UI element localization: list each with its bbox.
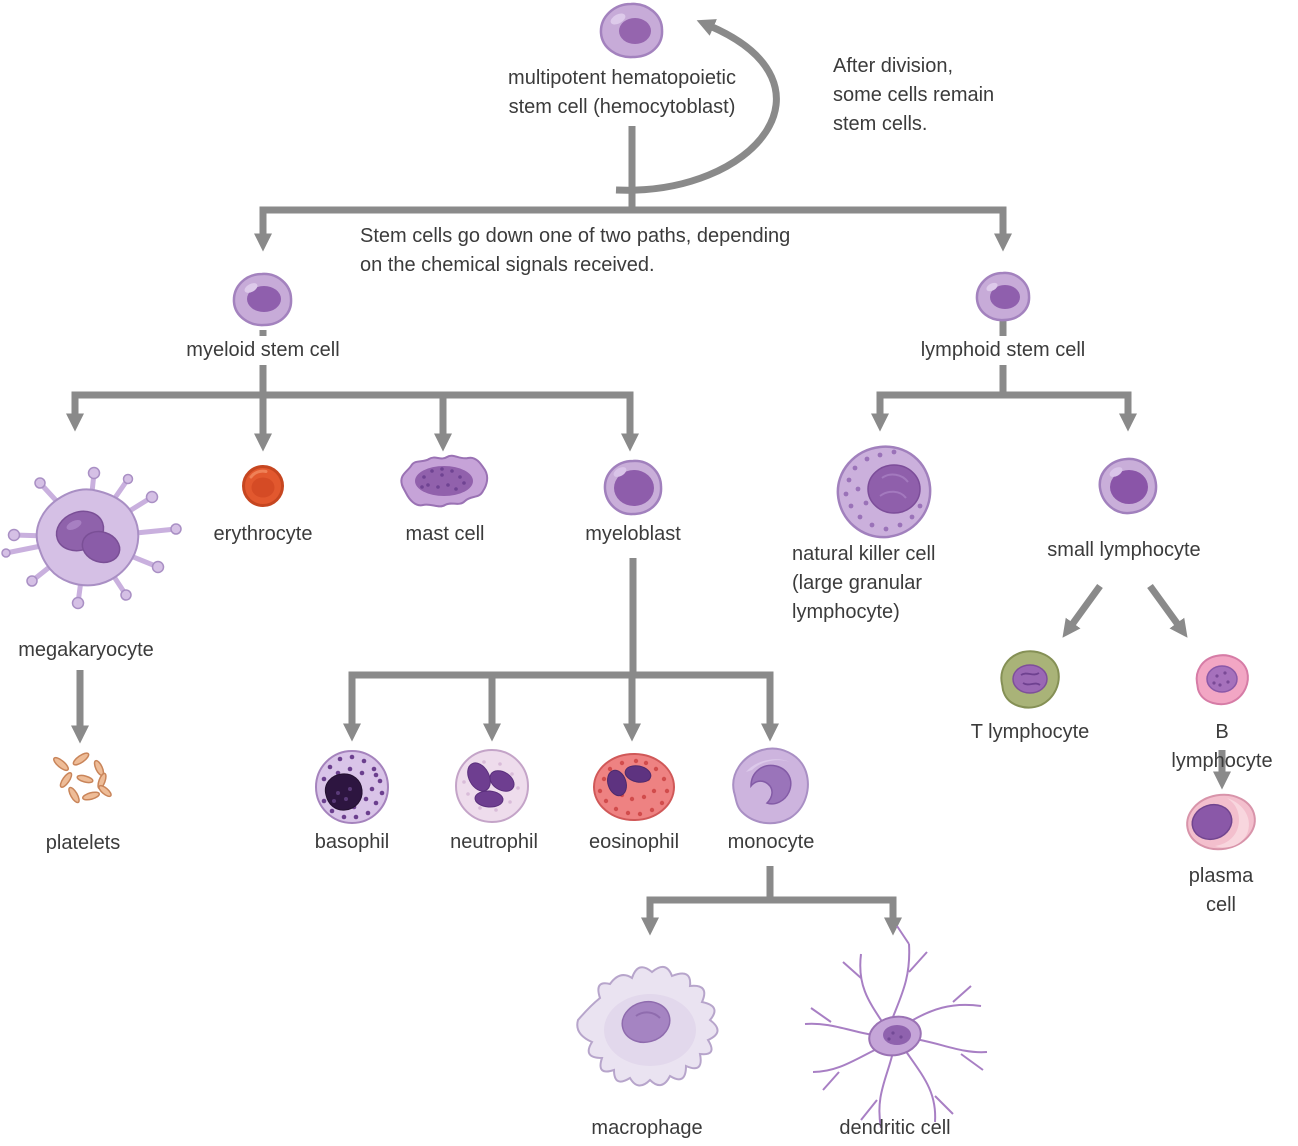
b-lymphocyte-cell <box>1195 654 1249 706</box>
highlight <box>249 469 268 479</box>
label-small-lymphocyte: small lymphocyte <box>1047 539 1201 561</box>
center-depression <box>251 477 275 498</box>
label-platelets: platelets <box>45 832 121 854</box>
label-plasma-cell: plasma cell <box>1188 865 1254 916</box>
nucleus <box>1206 665 1238 693</box>
arrow-loop-self-renewal <box>615 19 780 194</box>
mast-cell <box>400 454 489 508</box>
nucleus-lobes <box>467 762 515 808</box>
nucleus-granules <box>332 787 352 803</box>
label-myeloblast: myeloblast <box>585 523 681 545</box>
nucleus-fold <box>635 1011 661 1019</box>
eosinophil-cell <box>593 753 675 821</box>
label-natural-killer-cell: natural killer cell (large granular lymp… <box>792 543 936 623</box>
monocyte-cell <box>732 747 809 825</box>
nucleus-texture <box>1020 672 1041 686</box>
label-myeloid-stem-cell: myeloid stem cell <box>182 336 344 365</box>
dendritic-cell <box>804 925 988 1129</box>
highlight <box>746 759 790 772</box>
granular-core <box>415 466 473 496</box>
cell-body <box>455 749 529 823</box>
mast-granules <box>420 467 466 491</box>
label-mast-cell: mast cell <box>405 523 485 545</box>
lymphoid-stem-cell <box>975 271 1031 322</box>
label-b-lymphocyte: B lymphocyte <box>1171 721 1273 772</box>
highlight <box>1215 798 1249 848</box>
basophil-cell <box>315 750 389 824</box>
nucleus <box>614 470 654 506</box>
label-megakaryocyte: megakaryocyte <box>18 639 154 661</box>
label-monocyte: monocyte <box>727 831 815 853</box>
erythrocyte-cell <box>242 465 284 507</box>
label-lymphoid-stem-cell: lymphoid stem cell <box>916 336 1090 365</box>
highlight <box>986 282 998 292</box>
nk-granules <box>843 449 923 532</box>
nucleus <box>750 764 792 805</box>
myeloblast-cell <box>603 459 663 516</box>
neutrophil-cell <box>455 749 529 823</box>
highlight <box>613 467 627 477</box>
nucleus-granules <box>887 1031 903 1041</box>
nucleus-lobe <box>81 530 121 564</box>
highlight <box>1109 467 1123 477</box>
nucleus <box>1110 470 1148 504</box>
small-lymphocyte-cell <box>1098 457 1158 515</box>
label-erythrocyte: erythrocyte <box>213 523 313 545</box>
myeloid-stem-cell <box>232 272 293 327</box>
label-paths-note: Stem cells go down one of two paths, dep… <box>360 225 791 276</box>
nucleus <box>867 464 921 514</box>
hemocytoblast-cell <box>599 2 664 59</box>
label-hemocytoblast: multipotent hematopoietic stem cell (hem… <box>508 67 736 118</box>
label-neutrophil: neutrophil <box>450 831 538 853</box>
nucleus <box>619 18 651 44</box>
highlight <box>244 283 258 293</box>
nucleus <box>990 285 1020 309</box>
arrow-to-b-lymphocyte <box>1147 583 1188 638</box>
nucleus-granules <box>1212 671 1230 687</box>
nucleus <box>621 1000 671 1044</box>
dendrites <box>804 925 988 1129</box>
t-lymphocyte-cell <box>1000 650 1060 709</box>
pseudopod-bulbs <box>1 466 182 610</box>
megakaryocyte-cell <box>1 466 182 610</box>
nucleus-lobes <box>607 765 652 797</box>
nucleus-texture <box>879 473 909 499</box>
arrow-to-t-lymphocyte <box>1062 583 1103 638</box>
nucleus <box>1012 664 1048 694</box>
nucleus <box>247 286 281 312</box>
cell-body <box>593 753 675 821</box>
nucleus <box>883 1025 911 1045</box>
label-macrophage: macrophage <box>591 1117 703 1139</box>
label-t-lymphocyte: T lymphocyte <box>970 721 1090 743</box>
highlight <box>66 520 82 530</box>
label-dendritic-cell: dendritic cell <box>839 1117 951 1139</box>
label-basophil: basophil <box>314 831 390 853</box>
highlight <box>610 13 626 25</box>
label-eosinophil: eosinophil <box>588 831 680 853</box>
plasma-cell <box>1186 793 1256 851</box>
label-after-division-note: After division, some cells remain stem c… <box>833 55 995 135</box>
basophil-granules <box>321 754 385 820</box>
natural-killer-cell <box>836 445 932 539</box>
macrophage-cell <box>576 965 719 1087</box>
nucleus <box>324 773 363 811</box>
platelets-cluster <box>53 752 112 804</box>
nucleus <box>1191 803 1233 841</box>
